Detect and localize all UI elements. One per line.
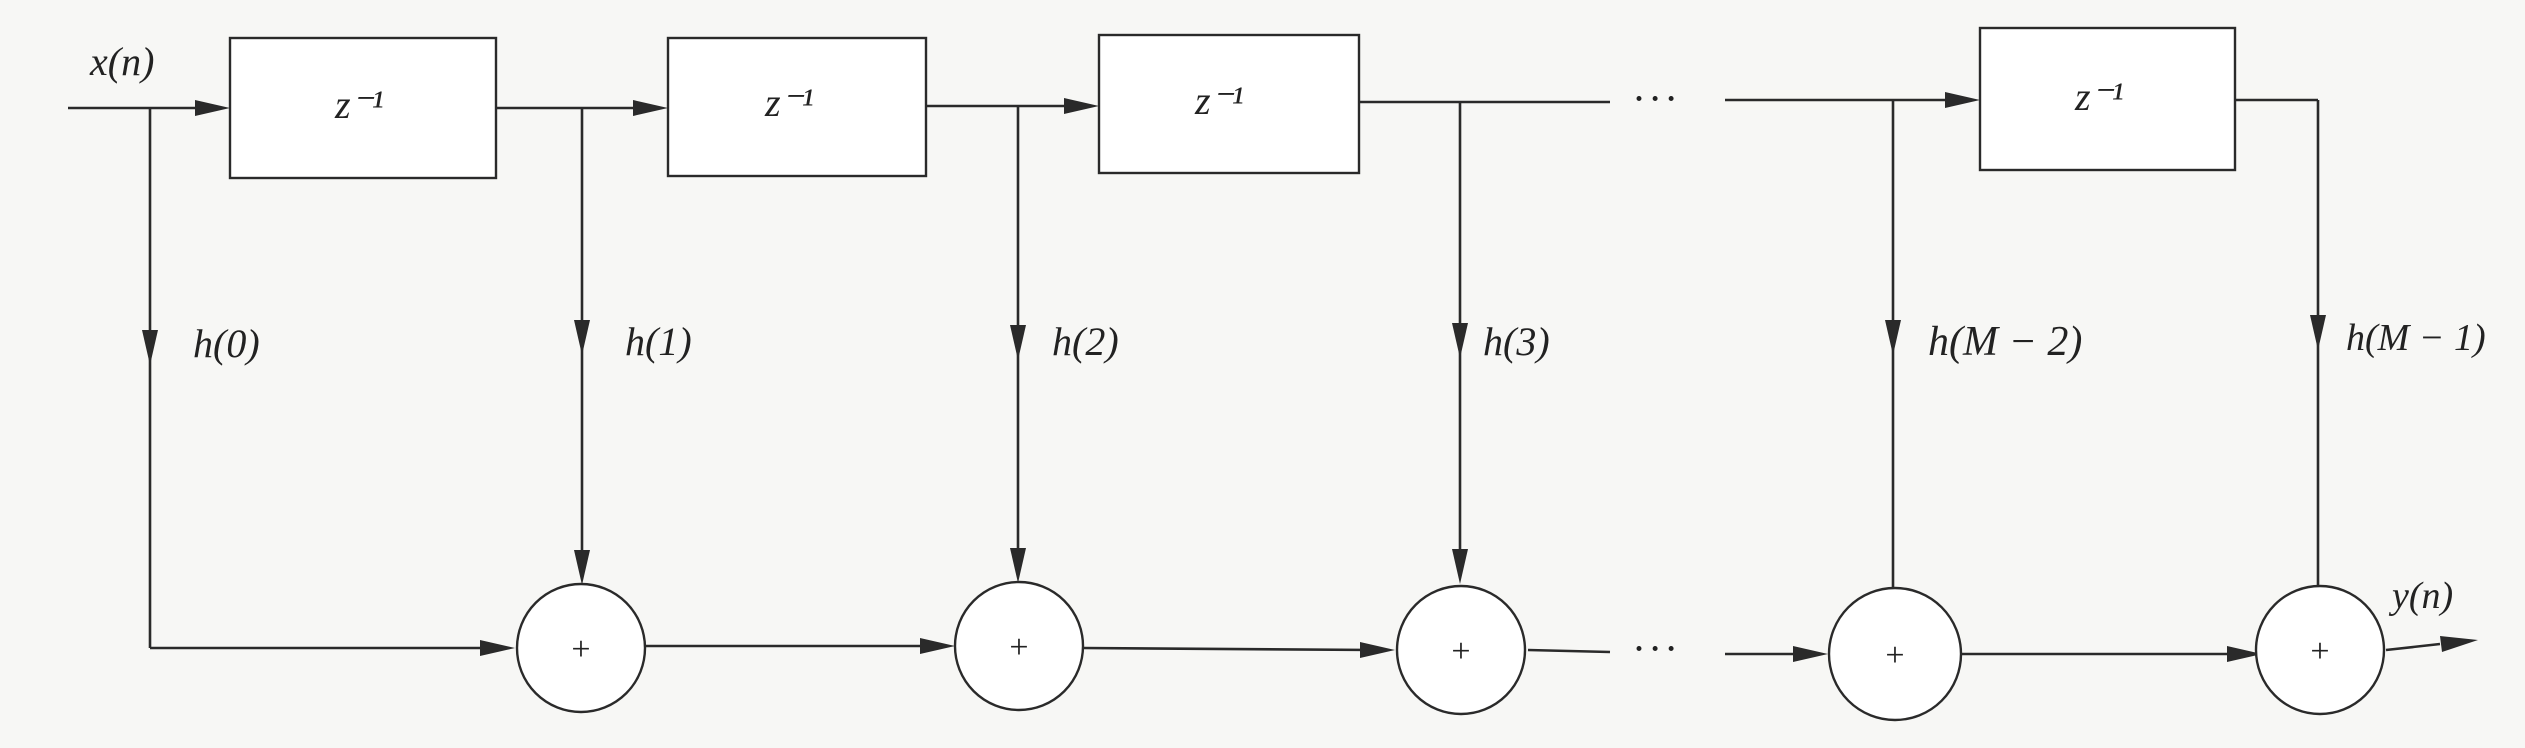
delay-block-3: z⁻¹ [1097, 33, 1361, 175]
adder-3-symbol: + [1451, 633, 1470, 670]
arrow-into-adder-1 [480, 640, 515, 656]
adder-2: + [953, 580, 1085, 712]
arrow-into-delay-1 [195, 100, 230, 116]
arrow-into-adder-2 [920, 638, 955, 654]
adder-1-symbol: + [571, 631, 590, 668]
delay-label-1: z⁻¹ [334, 82, 384, 127]
tap-2-arrow-into-adder [1010, 548, 1026, 583]
delay-label-3: z⁻¹ [1194, 78, 1244, 123]
coef-hm1: h(M − 1) [2346, 317, 2486, 359]
tap-2-arrow [1010, 325, 1026, 360]
delay-block-2: z⁻¹ [666, 36, 928, 178]
input-label: x(n) [89, 39, 154, 84]
tap-m2-arrow [1885, 320, 1901, 355]
coef-h3: h(3) [1483, 319, 1550, 364]
bottom-ellipsis: ··· [1633, 627, 1681, 671]
delay-label-last: z⁻¹ [2074, 74, 2124, 119]
adder-1: + [515, 582, 647, 714]
tap-m1-arrow [2310, 315, 2326, 350]
tap-0-arrow [142, 330, 158, 365]
coef-hm2: h(M − 2) [1928, 319, 2082, 365]
output-wire [2385, 642, 2441, 652]
adder-5: + [2254, 584, 2386, 716]
arrow-into-delay-2 [633, 100, 668, 116]
wire-adder2-adder3 [1082, 646, 1376, 652]
adder-2-symbol: + [1009, 629, 1028, 666]
arrow-into-adder-4 [1793, 646, 1828, 662]
coef-h1: h(1) [625, 319, 692, 364]
tap-1-arrow [574, 320, 590, 355]
coef-h0: h(0) [193, 321, 260, 366]
adder-4-symbol: + [1885, 637, 1904, 674]
output-label: y(n) [2388, 575, 2453, 617]
arrow-into-last-delay [1945, 92, 1980, 108]
adder-5-symbol: + [2310, 633, 2329, 670]
output-arrow [2440, 636, 2478, 652]
tap-1-arrow-into-adder [574, 550, 590, 585]
arrow-into-delay-3 [1064, 98, 1099, 114]
delay-block-last: z⁻¹ [1978, 26, 2237, 172]
arrow-into-adder-5 [2227, 646, 2262, 662]
delay-block-1: z⁻¹ [228, 36, 498, 180]
top-ellipsis: ··· [1633, 77, 1681, 121]
coef-h2: h(2) [1052, 319, 1119, 364]
delay-label-2: z⁻¹ [764, 80, 814, 125]
tap-3-arrow-into-adder [1452, 549, 1468, 584]
adder-3: + [1395, 584, 1527, 716]
wire-adder3-ellipsis [1527, 648, 1611, 654]
adder-4: + [1827, 586, 1963, 722]
arrow-into-adder-3 [1360, 642, 1395, 658]
tap-3-arrow [1452, 323, 1468, 358]
